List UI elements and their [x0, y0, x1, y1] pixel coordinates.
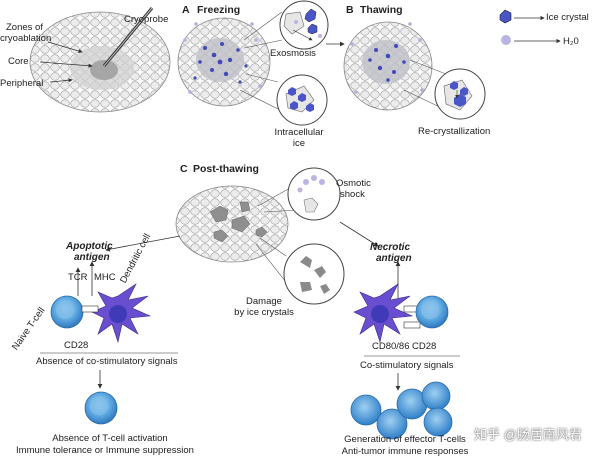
panel-c-letter: C: [180, 163, 188, 175]
absence-signals-label: Absence of co-stimulatory signals: [36, 356, 178, 367]
panel-a-letter: A: [182, 4, 190, 16]
zones-label-2: cryoablation: [0, 33, 52, 44]
cd80-label: CD80/86: [372, 341, 410, 352]
ice-crystal-legend-label: Ice crystal: [546, 12, 589, 23]
intracellular-label: Intracellular: [274, 127, 324, 138]
dendritic-cell-right: [353, 283, 414, 344]
co-stimulatory-label: Co-stimulatory signals: [360, 360, 454, 371]
ice-label: ice: [292, 138, 306, 149]
panel-c-title: Post-thawing: [193, 163, 259, 175]
mhc-label: MHC: [94, 272, 116, 283]
intracellular-ice-inset: [239, 73, 328, 126]
zones-label: Zones of: [6, 22, 43, 33]
osmotic-label: Osmotic: [336, 178, 371, 189]
ice-crystal-legend-icon: [499, 9, 512, 24]
peripheral-label: Peripheral: [0, 78, 44, 89]
effector-t-cells-label: Generation of effector T-cells: [344, 434, 466, 445]
legend: [499, 9, 561, 45]
osmotic-shock-inset: [257, 167, 341, 221]
water-legend-label: H₂0: [563, 36, 579, 47]
shock-label: shock: [340, 189, 365, 200]
panel-b-letter: B: [346, 4, 354, 16]
effector-t-cells: [350, 381, 453, 440]
naive-t-cell-right: [415, 295, 449, 329]
inactive-t-cell: [84, 391, 118, 425]
recrystallization-label: Re-crystallization: [418, 126, 491, 137]
thawing-tissue: [343, 21, 433, 111]
apoptotic-antigen-label-2: antigen: [74, 252, 110, 263]
absence-activation-label: Absence of T-cell activation: [52, 433, 168, 444]
watermark: 知乎 @肠居南风君: [474, 427, 582, 442]
cryoprobe-label: Cryoprobe: [124, 14, 169, 25]
anti-tumor-label: Anti-tumor immune responses: [341, 446, 469, 457]
exosmosis-label: Exosmosis: [270, 48, 316, 59]
post-thawing-tissue: [175, 185, 289, 263]
apoptotic-antigen-label: Apoptotic: [66, 241, 113, 252]
necrotic-antigen-label-2: antigen: [376, 253, 412, 264]
panel-b-title: Thawing: [360, 4, 403, 16]
core-label: Core: [8, 56, 29, 67]
tissue-zones: [29, 11, 171, 113]
exosmosis-inset: [243, 0, 329, 50]
cd28-right-label: CD28: [412, 341, 437, 352]
panel-a-title: Freezing: [197, 4, 241, 16]
ice-damage-inset: [255, 237, 345, 305]
cd28-left-label: CD28: [64, 340, 89, 351]
necrotic-antigen-label: Necrotic: [370, 242, 411, 253]
naive-t-cell-left: [50, 295, 84, 329]
water-legend-icon: [501, 35, 511, 45]
dendritic-cell-left: [91, 283, 152, 344]
tcr-label: TCR: [68, 272, 88, 283]
damage-label-2: by ice crystals: [234, 307, 294, 318]
damage-label: Damage: [246, 296, 282, 307]
recrystallization-inset: [403, 59, 486, 120]
freezing-tissue: [177, 17, 271, 107]
immune-tolerance-label: Immune tolerance or Immune suppression: [16, 445, 194, 456]
